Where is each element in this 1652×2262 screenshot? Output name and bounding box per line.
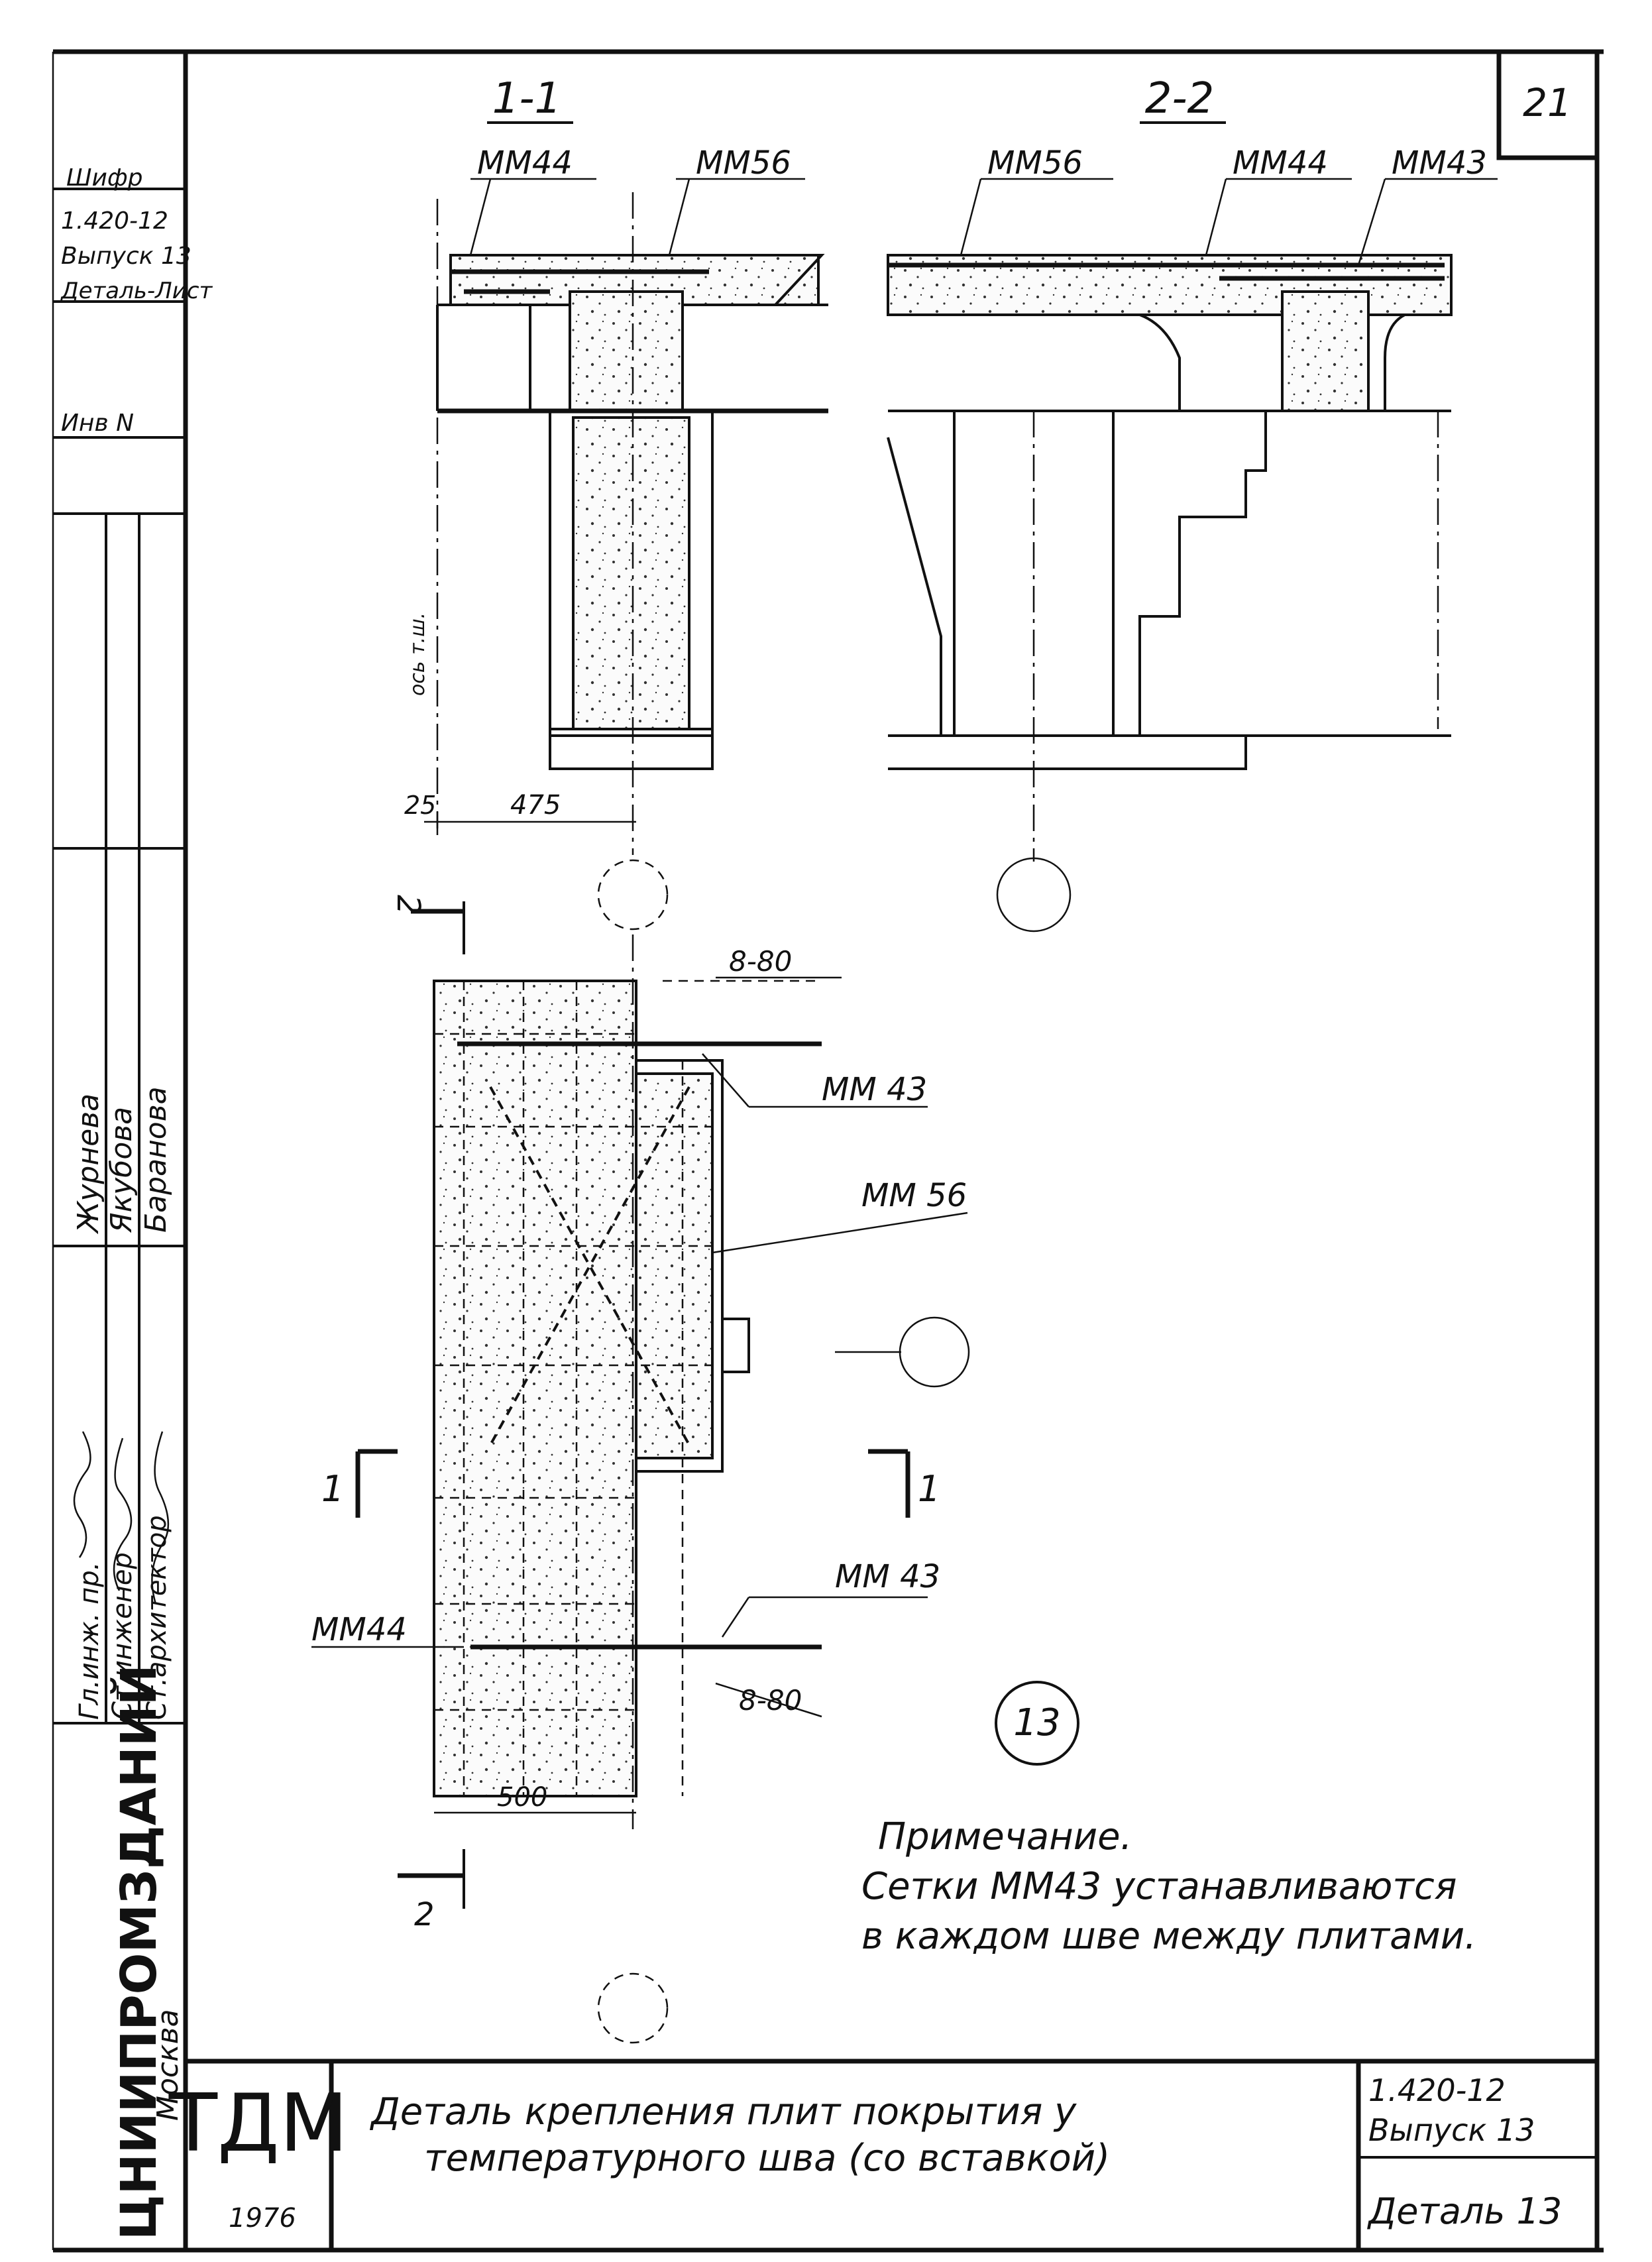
sheet-number-box: 21 bbox=[1496, 49, 1600, 160]
stamp-code: 1.420-12 bbox=[61, 207, 168, 235]
title-detail: Деталь 13 bbox=[1367, 2190, 1562, 2232]
sheet-frame bbox=[52, 49, 1604, 2253]
mark-mm56-plan: ММ 56 bbox=[861, 1177, 967, 1214]
stamp-issue: Выпуск 13 bbox=[61, 243, 192, 270]
stamp-name-1: Журнева bbox=[72, 1094, 105, 1235]
stamp-role-1: Гл.инж. пр. bbox=[74, 1562, 105, 1720]
title-line-1: Деталь крепления плит покрытия у bbox=[369, 2090, 1077, 2133]
side-stamp: Шифр 1.420-12 Выпуск 13 Деталь-Лист Инв … bbox=[53, 164, 213, 2240]
mark-mm44-section2: ММ44 bbox=[1233, 144, 1328, 182]
plan-view: 2 2 1 1 bbox=[311, 895, 970, 2044]
mark-mm43-section2: ММ43 bbox=[1392, 144, 1487, 182]
cut-2-top: 2 bbox=[390, 895, 427, 915]
title-block: ТДМ 1976 Деталь крепления плит покрытия … bbox=[168, 2059, 1597, 2250]
section-1-1-label: 1-1 bbox=[492, 74, 562, 123]
org-name: ЦНИИПРОМЗДАНИЙ bbox=[109, 1664, 168, 2240]
mark-mm43-plan-top: ММ 43 bbox=[822, 1071, 927, 1108]
section-2-2-label: 2-2 bbox=[1145, 74, 1215, 123]
mark-mm56-section1: ММ56 bbox=[696, 144, 791, 182]
cut-1-left: 1 bbox=[321, 1468, 344, 1510]
stamp-inv: Инв N bbox=[61, 410, 134, 437]
note-line-1: Сетки ММ43 устанавливаются bbox=[861, 1865, 1457, 1908]
cut-1-right: 1 bbox=[918, 1468, 940, 1510]
stamp-role-3: Ст.архитектор bbox=[142, 1515, 172, 1720]
mark-mm56-section2: ММ56 bbox=[987, 144, 1083, 182]
org-city: Москва bbox=[151, 2009, 185, 2121]
title-line-2: температурного шва (со вставкой) bbox=[424, 2137, 1110, 2180]
title-logo: ТДМ bbox=[168, 2078, 349, 2170]
title-issue: Выпуск 13 bbox=[1368, 2112, 1535, 2148]
note: Примечание. Сетки ММ43 устанавливаются в… bbox=[861, 1815, 1476, 1958]
stamp-code-label: Шифр bbox=[66, 164, 143, 192]
title-code: 1.420-12 bbox=[1368, 2072, 1506, 2108]
dim-8-80-bottom: 8-80 bbox=[739, 1684, 802, 1717]
signature-2 bbox=[113, 1438, 133, 1591]
stamp-sheet: Деталь-Лист bbox=[60, 278, 213, 304]
section-1-1: 1-1 ось т.ш. 25 475 ММ44 ММ56 bbox=[404, 74, 828, 931]
detail-number: 13 bbox=[1013, 1701, 1060, 1744]
signature-3 bbox=[151, 1431, 170, 1605]
stamp-role-2: Ст.инженер bbox=[107, 1552, 138, 1720]
mark-mm44-plan: ММ44 bbox=[311, 1611, 407, 1648]
dim-25: 25 bbox=[404, 791, 436, 820]
axis-label: ось т.ш. bbox=[406, 612, 429, 696]
cut-2-bottom: 2 bbox=[414, 1896, 435, 1933]
stamp-name-3: Баранова bbox=[139, 1086, 173, 1233]
sheet-number: 21 bbox=[1523, 80, 1572, 125]
dim-8-80-top: 8-80 bbox=[729, 945, 792, 978]
title-year: 1976 bbox=[229, 2203, 296, 2234]
dim-475: 475 bbox=[510, 790, 561, 820]
mark-mm43-plan-bottom: ММ 43 bbox=[835, 1558, 940, 1595]
note-heading: Примечание. bbox=[878, 1815, 1132, 1858]
detail-marker: 13 bbox=[995, 1681, 1079, 1766]
mark-mm44-section1: ММ44 bbox=[477, 144, 573, 182]
section-2-2: 2-2 ММ56 ММ44 ММ43 bbox=[887, 74, 1498, 933]
dim-500: 500 bbox=[497, 1782, 547, 1813]
signature-1 bbox=[73, 1431, 91, 1558]
stamp-name-2: Якубова bbox=[105, 1107, 138, 1233]
note-line-2: в каждом шве между плитами. bbox=[861, 1915, 1476, 1958]
